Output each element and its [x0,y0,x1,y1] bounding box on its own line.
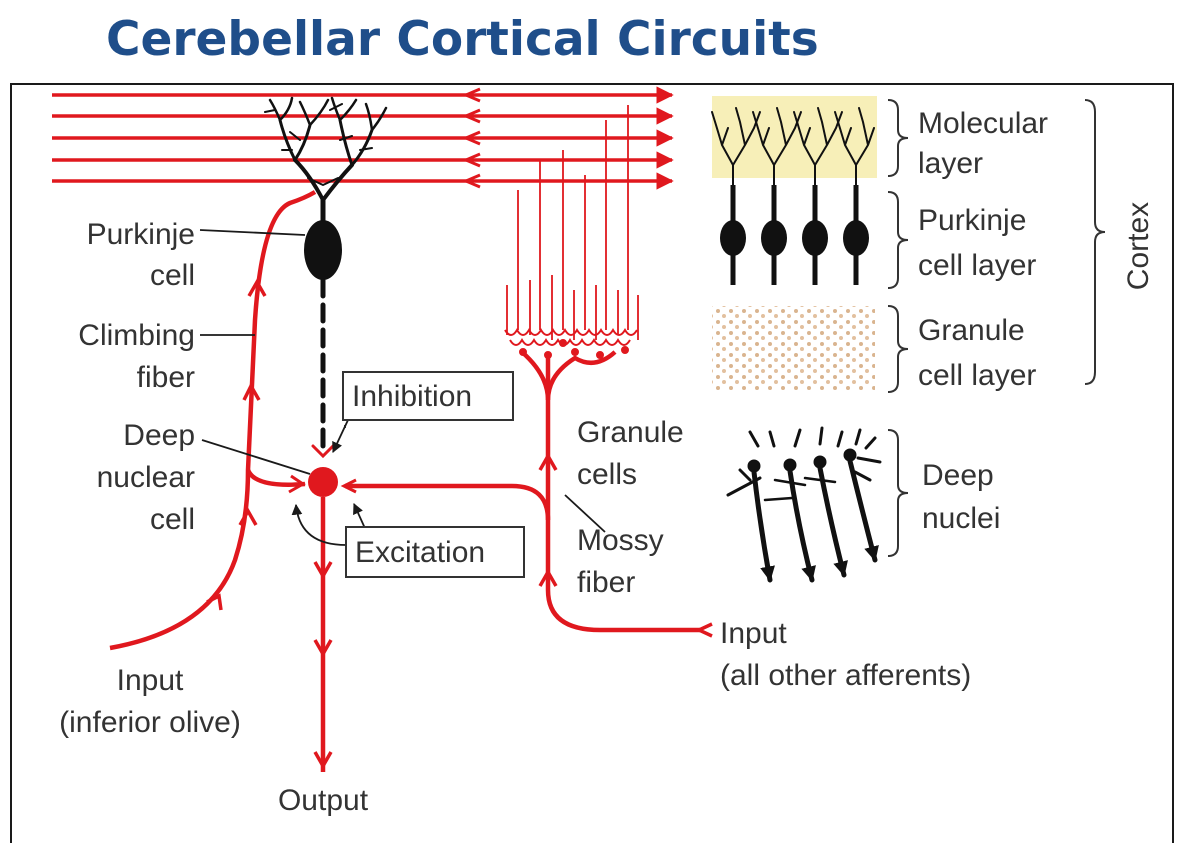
layer-braces [887,99,1106,557]
deep-nuclei-label-2: nuclei [922,502,1000,535]
molecular-layer-illustration [711,96,877,191]
parallel-fibers [52,86,674,190]
purkinje-layer-label-2: cell layer [918,249,1036,282]
inhibition-box: Inhibition [342,371,514,421]
deep-nuclei-label-1: Deep [922,459,994,492]
granule-layer-illustration [712,306,875,390]
input-olive-label-1: Input [117,664,184,697]
deep-nuclei-illustration [726,426,882,583]
purkinje-label-1: Purkinje [87,218,195,251]
input-afferents-label-2: (all other afferents) [720,659,971,692]
excitation-label: Excitation [355,536,485,569]
climbing-fiber [109,190,317,651]
mossy-fiber [340,350,713,638]
cortex-label: Cortex [1122,202,1155,290]
granule-cells-label-1: Granule [577,416,684,449]
diagram-frame [10,83,1174,843]
deep-nuclear-label-3: cell [150,503,195,536]
deep-nuclear-label-1: Deep [123,419,195,452]
purkinje-cell [264,96,388,459]
inhibition-label: Inhibition [352,380,472,413]
purkinje-layer-illustration [720,185,869,285]
page-title: Cerebellar Cortical Circuits [106,12,819,67]
deep-nuclear-label-2: nuclear [97,461,195,494]
deep-nuclear-cell [308,467,338,772]
purkinje-layer-label-1: Purkinje [918,204,1026,237]
excitation-box: Excitation [345,526,525,578]
mossy-fiber-label-2: fiber [577,566,635,599]
granule-layer-label-1: Granule [918,314,1025,347]
purkinje-label-2: cell [150,259,195,292]
molecular-layer-label-1: Molecular [918,107,1048,140]
granule-cell-axons [506,105,639,340]
mossy-fiber-label-1: Mossy [577,524,664,557]
input-olive-label-2: (inferior olive) [59,706,241,739]
climbing-label-1: Climbing [78,319,195,352]
output-label: Output [278,784,369,817]
input-afferents-label-1: Input [720,617,787,650]
granule-cells-label-2: cells [577,458,637,491]
granule-cell-bodies [504,328,638,359]
leader-lines [199,229,606,546]
molecular-layer-label-2: layer [918,147,983,180]
climbing-label-2: fiber [137,361,195,394]
granule-layer-label-2: cell layer [918,359,1036,392]
